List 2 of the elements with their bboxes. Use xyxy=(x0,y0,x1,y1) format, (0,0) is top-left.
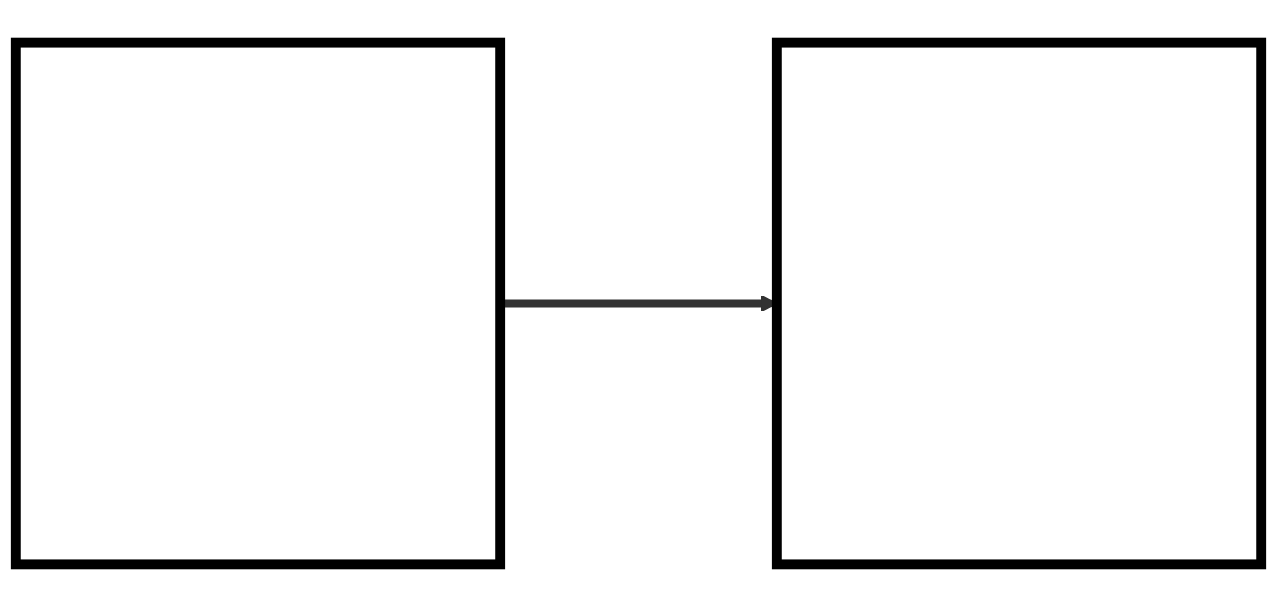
process-box xyxy=(10,37,506,570)
process-box xyxy=(771,37,1267,570)
